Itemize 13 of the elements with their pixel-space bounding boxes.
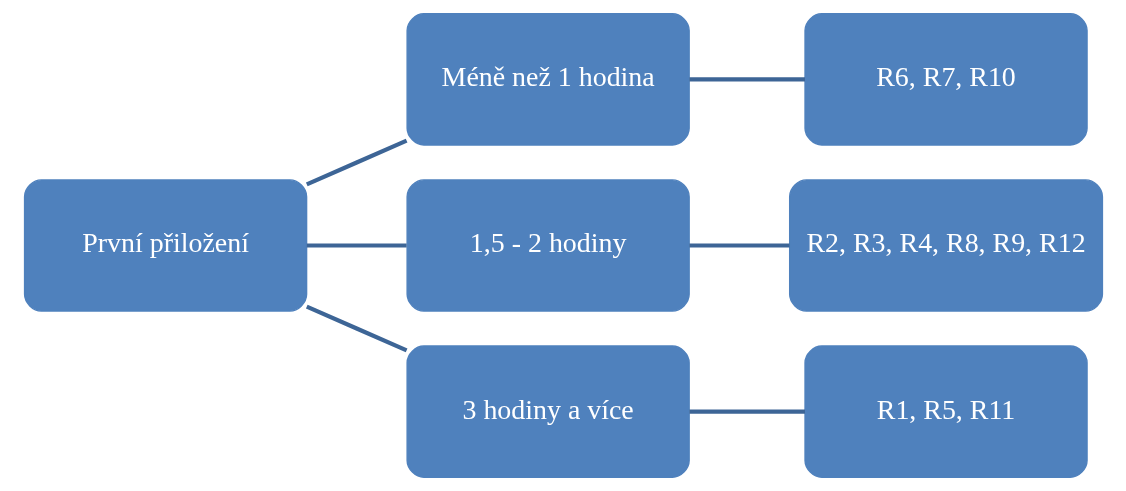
connector (688, 77, 805, 82)
node-box: 1,5 - 2 hodiny (405, 179, 690, 312)
connector (688, 409, 805, 414)
connector (306, 243, 407, 248)
node-box: 3 hodiny a více (405, 345, 690, 478)
node-box: R6, R7, R10 (803, 13, 1088, 146)
connector (305, 304, 407, 353)
node-box: Méně než 1 hodina (405, 13, 690, 146)
connector (688, 243, 789, 248)
connector (305, 138, 407, 187)
node-box: R2, R3, R4, R8, R9, R12 (788, 179, 1103, 312)
node-box: První přiložení (23, 179, 307, 312)
node-box: R1, R5, R11 (803, 345, 1088, 478)
